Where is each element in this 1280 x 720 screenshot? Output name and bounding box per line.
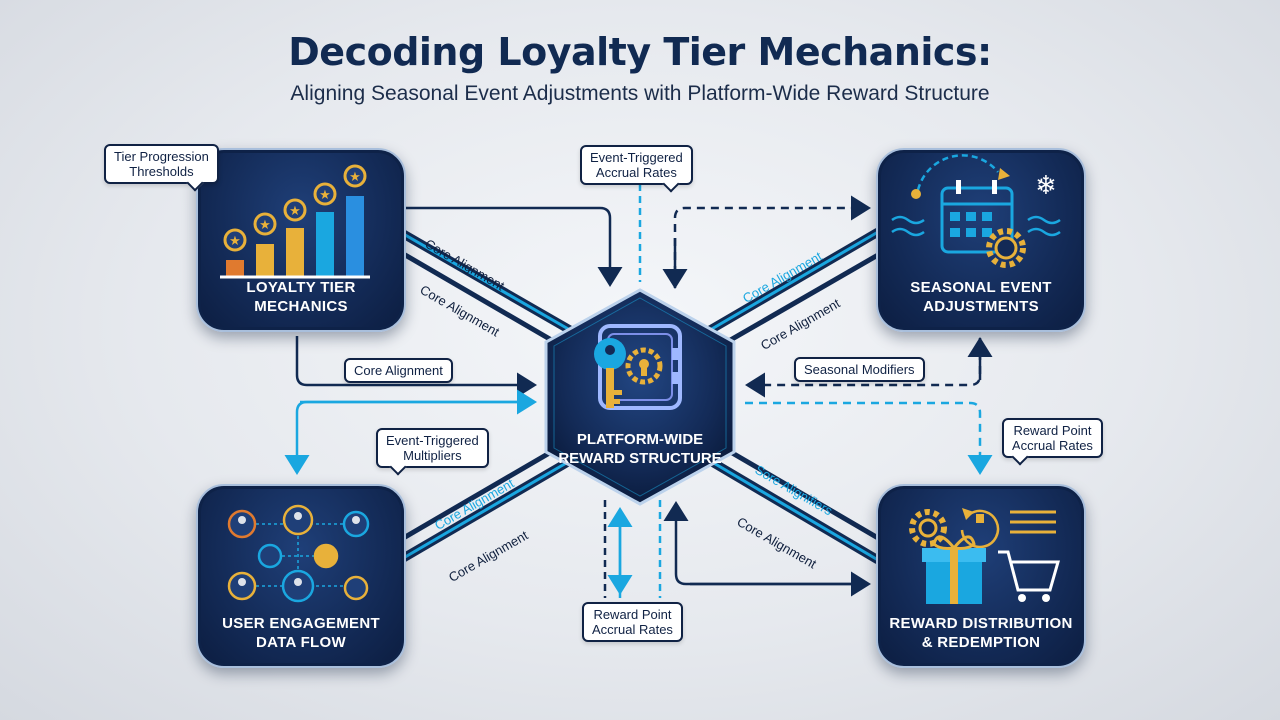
callout-seasonal-modifiers: Seasonal Modifiers xyxy=(794,357,925,382)
user-network-icon xyxy=(227,504,370,603)
arrow-center-to-reward xyxy=(745,401,993,475)
arrow-reward-to-center xyxy=(663,501,866,586)
calendar-gear-snowflake-icon: ❄ xyxy=(891,154,1061,268)
arrow-seasonal-modifiers xyxy=(745,338,982,398)
callout-core-alignment: Core Alignment xyxy=(344,358,453,383)
page-title: Decoding Loyalty Tier Mechanics: xyxy=(288,30,992,74)
center-hexagon[interactable] xyxy=(540,286,740,508)
bar-chart-stars-icon: ★ ★ ★ ★ ★ xyxy=(220,164,370,279)
svg-text:★: ★ xyxy=(349,169,361,184)
callout-event-triggered-multipliers: Event-Triggered Multipliers xyxy=(376,428,489,476)
svg-text:★: ★ xyxy=(259,217,271,232)
node-seasonal-event-adjustments[interactable]: ❄ SEASONAL EVENT ADJUSTMENTS xyxy=(876,148,1086,332)
arrow-loyalty-core-alignment xyxy=(295,336,537,398)
node-label: LOYALTY TIER MECHANICS xyxy=(246,279,356,315)
node-reward-distribution-redemption[interactable]: REWARD DISTRIBUTION & REDEMPTION xyxy=(876,484,1086,668)
node-user-engagement-data-flow[interactable]: USER ENGAGEMENT DATA FLOW xyxy=(196,484,406,668)
key-vault-icon xyxy=(594,324,682,410)
node-label: REWARD DISTRIBUTION & REDEMPTION xyxy=(889,615,1073,651)
page-subtitle: Aligning Seasonal Event Adjustments with… xyxy=(290,82,990,105)
band-bottom-right xyxy=(709,444,881,564)
band-bottom-left xyxy=(397,445,571,564)
node-loyalty-tier-mechanics[interactable]: ★ ★ ★ ★ ★ LOYALTY TIER MECHANICS xyxy=(196,148,406,332)
band-top-right xyxy=(707,228,881,349)
callout-tier-progression: Tier Progression Thresholds xyxy=(104,144,219,192)
center-label: PLATFORM-WIDE REWARD STRUCTURE xyxy=(558,431,722,467)
callout-reward-point-right: Reward Point Accrual Rates xyxy=(1002,418,1103,466)
node-label: USER ENGAGEMENT DATA FLOW xyxy=(222,615,380,651)
node-label: SEASONAL EVENT ADJUSTMENTS xyxy=(910,279,1052,315)
svg-text:★: ★ xyxy=(229,233,241,248)
callout-event-triggered-accrual: Event-Triggered Accrual Rates xyxy=(580,145,693,193)
callout-reward-point-bottom: Reward Point Accrual Rates xyxy=(582,602,683,642)
arrow-loyalty-to-center xyxy=(400,206,623,287)
svg-text:★: ★ xyxy=(319,187,331,202)
svg-text:★: ★ xyxy=(289,203,301,218)
band-top-left xyxy=(397,228,573,348)
svg-text:❄: ❄ xyxy=(1035,170,1057,200)
arrow-center-to-seasonal xyxy=(673,195,871,288)
gift-cart-icon xyxy=(909,508,1060,604)
